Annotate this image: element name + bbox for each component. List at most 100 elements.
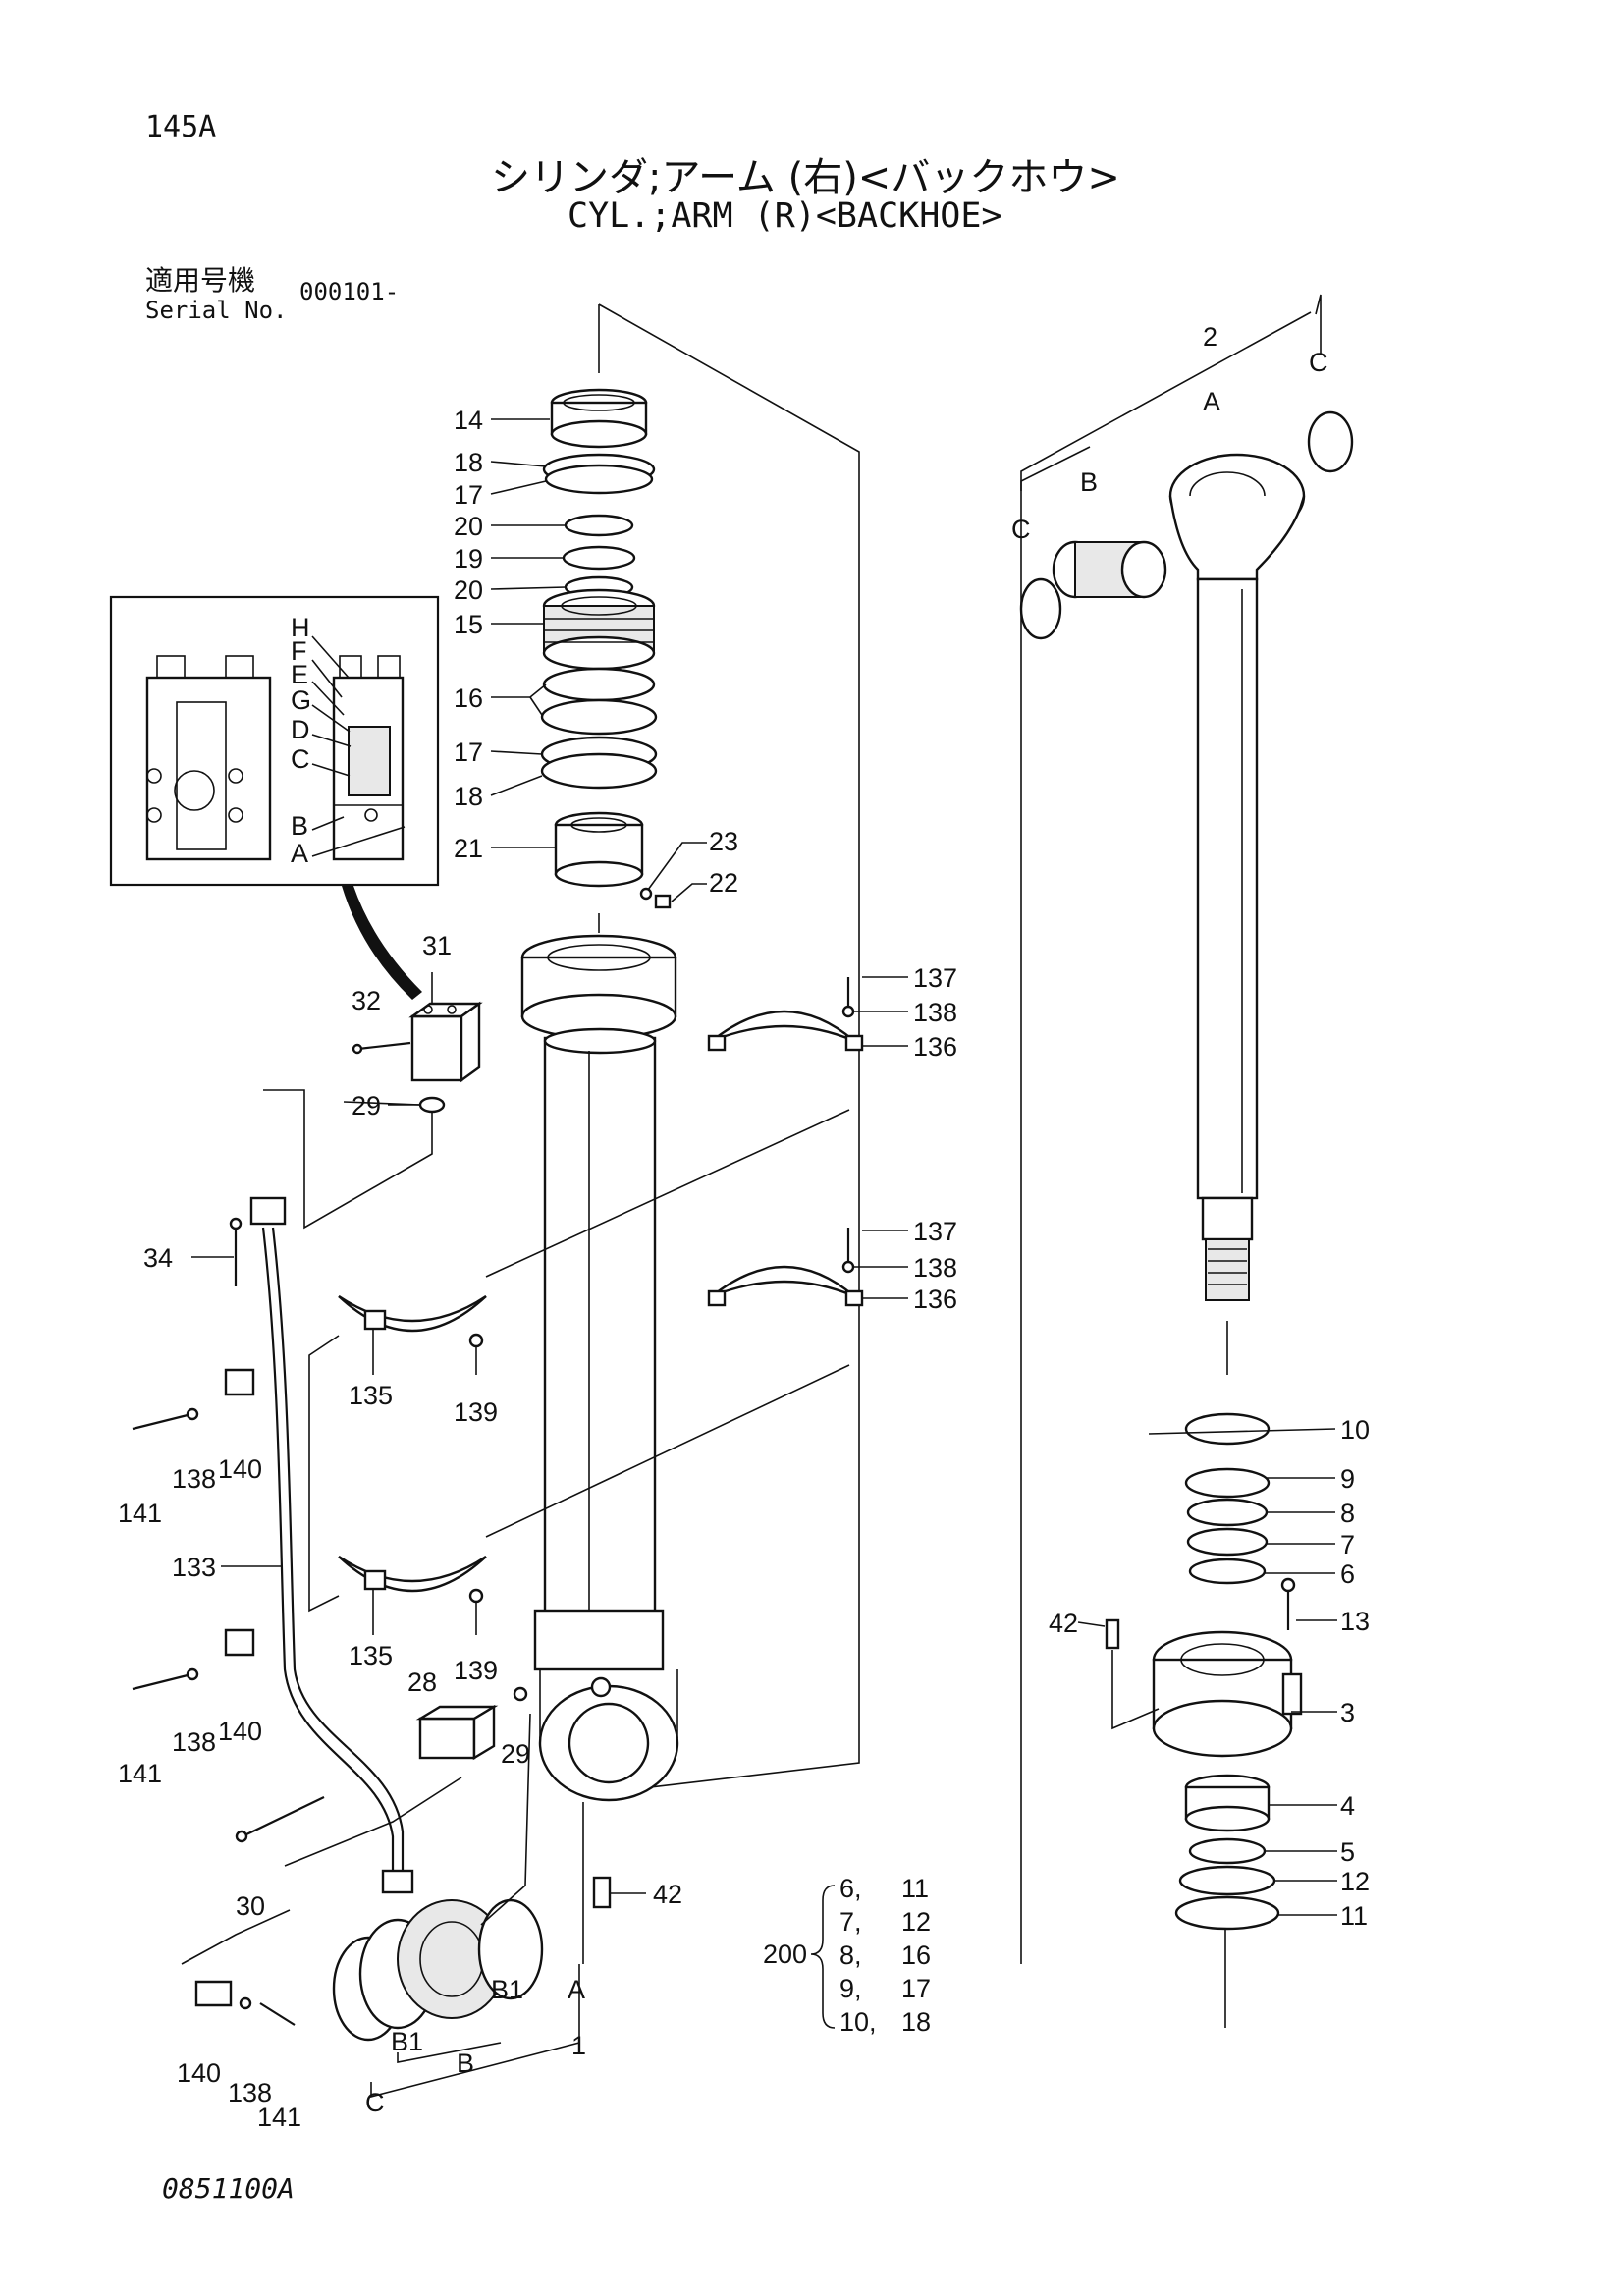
inset-label-f: F <box>291 636 307 666</box>
kit-row-4-a: 9, <box>839 1974 862 2003</box>
callout-141: 141 <box>257 2103 301 2132</box>
callout-138: 138 <box>228 2078 272 2107</box>
callout-18: 18 <box>454 782 483 811</box>
callout-7: 7 <box>1340 1530 1355 1559</box>
callout-32: 32 <box>352 986 381 1015</box>
callout-5: 5 <box>1340 1837 1355 1867</box>
gland-and-seals <box>1105 1412 1303 2028</box>
callout-139: 139 <box>454 1397 498 1427</box>
callout-c: C <box>365 2088 385 2117</box>
kit-row-5-b: 18 <box>901 2007 931 2037</box>
callout-141: 141 <box>118 1759 162 1788</box>
callout-137: 137 <box>913 963 957 993</box>
rod-cover-seal-stack <box>540 388 672 933</box>
callout-31: 31 <box>422 931 452 960</box>
kit-row-2-a: 7, <box>839 1907 862 1937</box>
cylinder-tube <box>520 934 679 1964</box>
callout-23: 23 <box>709 827 738 856</box>
callout-14: 14 <box>454 406 483 435</box>
callout-138: 138 <box>913 1253 957 1283</box>
callout-8: 8 <box>1340 1499 1355 1528</box>
callout-b: B <box>1080 467 1098 497</box>
kit-row-4-b: 17 <box>901 1974 931 2003</box>
callout-20: 20 <box>454 512 483 541</box>
callout-133: 133 <box>172 1553 216 1582</box>
callout-6: 6 <box>1340 1559 1355 1589</box>
callout-20: 20 <box>454 575 483 605</box>
inset-label-d: D <box>291 715 310 744</box>
kit-row-2-b: 12 <box>901 1907 931 1937</box>
callout-42: 42 <box>1049 1609 1078 1638</box>
callout-140: 140 <box>218 1717 262 1746</box>
page-id: 145A <box>145 110 217 144</box>
safety-valve-group <box>263 972 483 1230</box>
kit-row-3-b: 16 <box>901 1941 931 1970</box>
callout-b1: B1 <box>391 2027 423 2056</box>
clevis-bushing-group <box>332 1713 580 2099</box>
callout-21: 21 <box>454 834 483 863</box>
callout-42: 42 <box>653 1880 682 1909</box>
kit-row-3-a: 8, <box>839 1941 862 1970</box>
callout-b: B <box>457 2049 474 2078</box>
callout-b1: B1 <box>491 1975 523 2004</box>
callout-2: 2 <box>1203 322 1217 352</box>
callout-c: C <box>1011 515 1031 544</box>
callout-140: 140 <box>177 2058 221 2088</box>
callout-29: 29 <box>501 1739 530 1769</box>
kit-row-1-b: 11 <box>901 1874 929 1903</box>
callout-138: 138 <box>913 998 957 1027</box>
callout-4: 4 <box>1340 1791 1355 1821</box>
figure-code: 0851100A <box>162 2172 295 2205</box>
inset-label-g: G <box>291 685 311 715</box>
callout-135: 135 <box>349 1641 393 1670</box>
callout-3: 3 <box>1340 1698 1355 1727</box>
page-title-en: CYL.;ARM (R)<BACKHOE> <box>568 196 1002 236</box>
serial-label-jp: 適用号機 <box>145 264 256 297</box>
callout-139: 139 <box>454 1656 498 1685</box>
callout-12: 12 <box>1340 1867 1370 1896</box>
callout-11: 11 <box>1340 1901 1368 1931</box>
callout-141: 141 <box>118 1499 162 1528</box>
callout-9: 9 <box>1340 1464 1355 1494</box>
callout-135: 135 <box>349 1381 393 1410</box>
inset-label-h: H <box>291 613 310 642</box>
callout-136: 136 <box>913 1032 957 1062</box>
kit-200-brace: 200 6, 11 7, 12 8, 16 9, 17 10, 18 <box>763 1874 931 2037</box>
inset-label-c: C <box>291 744 310 774</box>
callout-17: 17 <box>454 480 483 510</box>
callout-a: A <box>1203 387 1220 416</box>
inset-label-b: B <box>291 811 308 841</box>
kit-row-5-a: 10, <box>839 2007 877 2037</box>
piston-rod <box>1019 294 1354 1375</box>
callout-138: 138 <box>172 1727 216 1757</box>
callout-17: 17 <box>454 738 483 767</box>
callout-136: 136 <box>913 1285 957 1314</box>
callout-137: 137 <box>913 1217 957 1246</box>
callout-140: 140 <box>218 1454 262 1484</box>
callout-a: A <box>568 1975 585 2004</box>
callout-19: 19 <box>454 544 483 574</box>
callout-c: C <box>1309 348 1328 377</box>
callout-18: 18 <box>454 448 483 477</box>
callout-leaders <box>191 418 1337 1916</box>
kit-number: 200 <box>763 1940 807 1969</box>
serial-value: 000101- <box>299 278 400 305</box>
callout-1: 1 <box>571 2031 586 2060</box>
callout-16: 16 <box>454 683 483 713</box>
callout-30: 30 <box>236 1891 265 1921</box>
inset-label-a: A <box>291 839 308 868</box>
callout-numbers: 14 18 17 20 19 20 15 16 17 18 21 23 22 3… <box>118 322 1370 2132</box>
inset-label-e: E <box>291 660 308 689</box>
callout-10: 10 <box>1340 1415 1370 1445</box>
assembly-frame-lines <box>598 303 1312 1964</box>
callout-29: 29 <box>352 1091 381 1121</box>
callout-22: 22 <box>709 868 738 898</box>
callout-28: 28 <box>407 1667 437 1697</box>
serial-label-en: Serial No. <box>145 297 288 324</box>
callout-34: 34 <box>143 1243 173 1273</box>
pipe-and-brackets <box>132 976 908 2026</box>
kit-row-1-a: 6, <box>839 1874 862 1903</box>
page-title-jp: シリンダ;アーム (右)<バックホウ> <box>491 155 1120 200</box>
